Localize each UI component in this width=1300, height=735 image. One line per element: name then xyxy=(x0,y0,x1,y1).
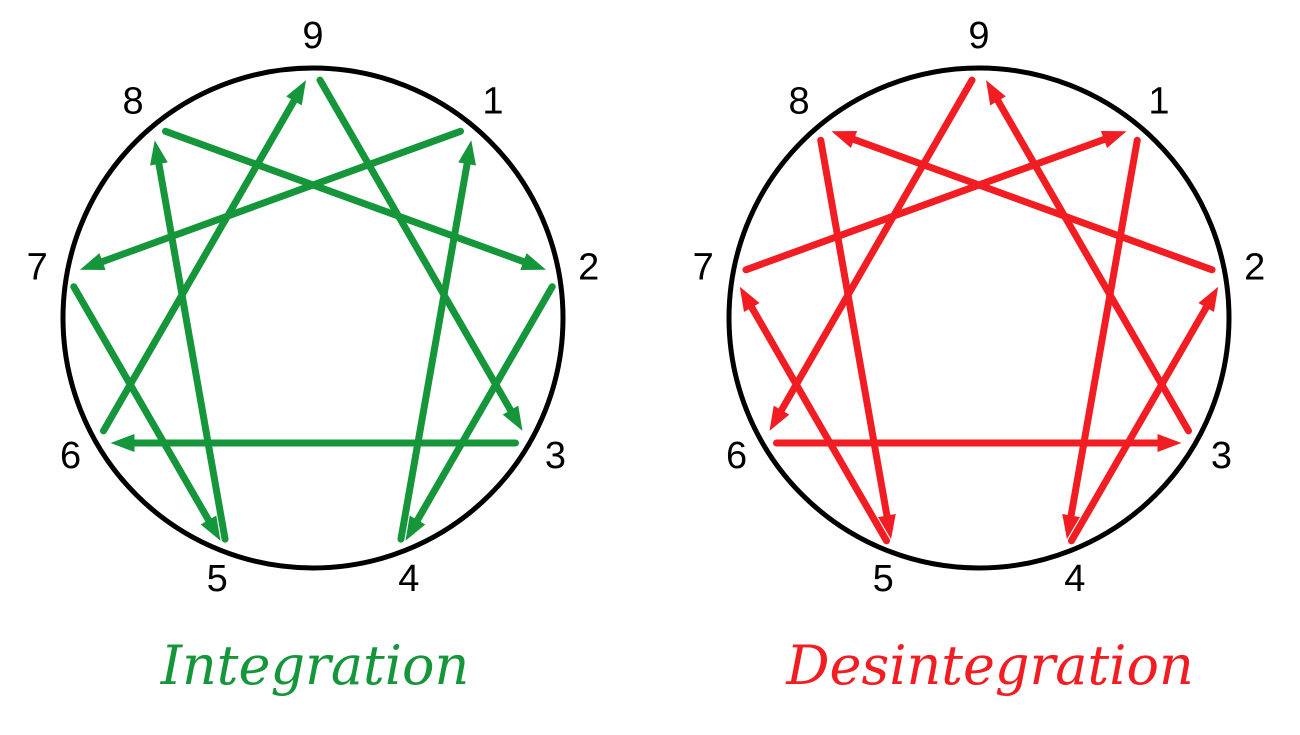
arrow-shaft xyxy=(817,136,891,521)
arrow-shaft xyxy=(776,76,976,416)
point-label-4: 4 xyxy=(1064,558,1085,600)
point-label-3: 3 xyxy=(1211,435,1232,477)
integration-caption: Integration xyxy=(160,634,470,697)
outer-circle xyxy=(726,65,1232,571)
arrow-shaft xyxy=(1068,302,1211,545)
arrow-shaft xyxy=(742,135,1110,274)
arrow-1-to-7 xyxy=(79,127,465,271)
point-label-1: 1 xyxy=(1148,81,1169,123)
arrow-shaft xyxy=(99,95,299,435)
arrow-head xyxy=(520,253,547,271)
arrow-5-to-7 xyxy=(739,286,890,545)
point-label-3: 3 xyxy=(545,435,566,477)
arrow-head xyxy=(769,405,790,431)
arrow-shaft xyxy=(413,283,556,526)
arrow-3-to-9 xyxy=(986,80,1193,435)
point-label-8: 8 xyxy=(122,81,143,123)
arrow-5-to-8 xyxy=(150,140,229,543)
arrow-shaft xyxy=(155,158,229,543)
arrow-head xyxy=(986,80,1006,106)
arrow-head xyxy=(1062,513,1080,540)
arrow-head xyxy=(150,140,168,166)
point-label-5: 5 xyxy=(873,558,894,600)
point-label-9: 9 xyxy=(302,15,323,57)
arrow-head xyxy=(110,434,135,452)
point-label-4: 4 xyxy=(398,558,419,600)
arrow-head xyxy=(79,253,106,271)
arrow-1-to-4 xyxy=(1062,136,1141,540)
point-label-2: 2 xyxy=(578,246,599,288)
arrow-shaft xyxy=(397,158,471,543)
desintegration-caption: Desintegration xyxy=(786,634,1194,697)
arrow-head xyxy=(1198,286,1219,312)
arrow-8-to-5 xyxy=(817,136,896,540)
point-label-6: 6 xyxy=(60,435,81,477)
arrow-shaft xyxy=(161,127,529,266)
desintegration-enneagram: 9 1 2 3 4 5 6 7 8 xyxy=(693,15,1266,600)
point-label-2: 2 xyxy=(1244,246,1265,288)
arrow-head xyxy=(878,513,896,540)
arrow-2-to-4 xyxy=(405,283,556,541)
arrow-3-to-6 xyxy=(110,434,520,452)
arrow-7-to-5 xyxy=(70,283,221,541)
arrow-6-to-3 xyxy=(772,434,1182,452)
arrow-shaft xyxy=(993,95,1193,435)
arrow-head xyxy=(286,80,306,106)
point-label-1: 1 xyxy=(482,81,503,123)
arrow-shaft xyxy=(848,135,1216,274)
arrow-head xyxy=(1100,131,1127,148)
arrow-head xyxy=(405,515,426,541)
arrow-head xyxy=(458,140,476,166)
point-label-8: 8 xyxy=(788,81,809,123)
arrow-head xyxy=(502,405,523,431)
arrow-shaft xyxy=(70,283,213,526)
arrow-7-to-1 xyxy=(742,131,1127,274)
arrow-shaft xyxy=(316,76,516,416)
point-label-6: 6 xyxy=(726,435,747,477)
arrow-head xyxy=(739,286,760,312)
arrow-shaft xyxy=(747,302,890,545)
arrow-4-to-2 xyxy=(1068,286,1219,545)
arrow-9-to-3 xyxy=(316,76,523,431)
point-label-7: 7 xyxy=(27,246,48,288)
arrow-2-to-8 xyxy=(831,131,1216,274)
point-label-9: 9 xyxy=(968,15,989,57)
outer-circle xyxy=(60,65,566,571)
point-label-5: 5 xyxy=(207,558,228,600)
arrow-head xyxy=(200,515,221,541)
arrow-head xyxy=(1157,434,1182,452)
arrow-4-to-1 xyxy=(397,140,476,543)
integration-enneagram: 9 1 2 3 4 5 6 7 8 xyxy=(27,15,600,600)
point-label-7: 7 xyxy=(693,246,714,288)
arrow-6-to-9 xyxy=(99,80,306,435)
arrow-head xyxy=(831,131,858,148)
arrow-shaft xyxy=(97,127,465,266)
arrow-8-to-2 xyxy=(161,127,547,271)
arrow-shaft xyxy=(1067,136,1141,521)
arrow-9-to-6 xyxy=(769,76,976,431)
